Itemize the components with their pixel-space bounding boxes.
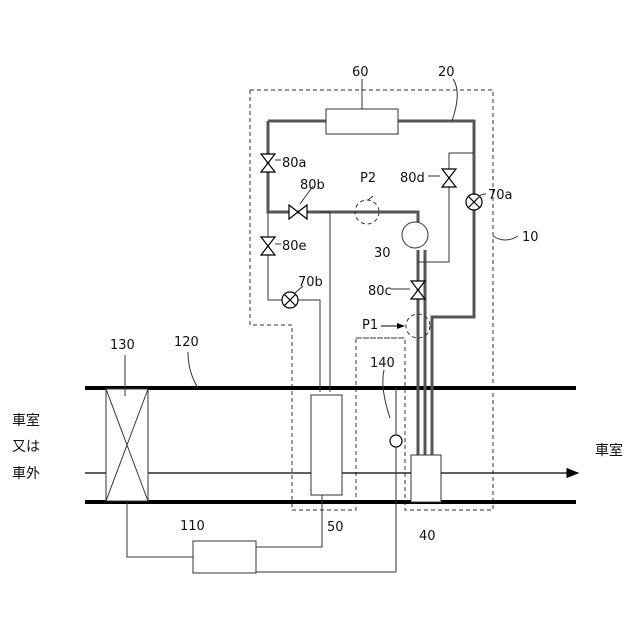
label-70a: 70a: [488, 188, 513, 203]
valve-80c: [411, 281, 425, 299]
label-p1: P1: [362, 318, 378, 333]
label-70b: 70b: [298, 275, 323, 290]
label-140: 140: [370, 356, 395, 371]
valve-80d: [442, 169, 456, 187]
heater-core-40: [411, 455, 441, 502]
label-130: 130: [110, 338, 135, 353]
label-60: 60: [352, 65, 369, 80]
label-cabin-or-outside-line1: 車室: [12, 412, 40, 429]
sensor-140: [390, 388, 402, 572]
filter-130: [106, 389, 148, 501]
label-30: 30: [374, 246, 391, 261]
controller-110: [127, 495, 396, 573]
heat-exchanger-60: [326, 109, 398, 134]
label-20: 20: [438, 65, 455, 80]
valve-80a: [261, 154, 275, 172]
leader-lines: [125, 79, 518, 418]
label-80d: 80d: [400, 171, 425, 186]
label-80c: 80c: [368, 284, 392, 299]
label-80a: 80a: [282, 156, 307, 171]
label-80e: 80e: [282, 239, 307, 254]
label-80b: 80b: [300, 178, 325, 193]
label-50: 50: [327, 520, 344, 535]
compressor-30: [402, 222, 428, 248]
label-110: 110: [180, 519, 205, 534]
label-cabin-or-outside-line2: 又は: [12, 439, 40, 455]
valve-80e: [261, 237, 275, 255]
label-p2: P2: [360, 171, 376, 186]
label-120: 120: [174, 335, 199, 350]
valve-80b: [289, 205, 307, 219]
label-40: 40: [419, 529, 436, 544]
label-cabin-or-outside-line3: 車外: [12, 465, 40, 482]
label-cabin-right: 車室: [595, 442, 623, 459]
label-10: 10: [522, 230, 539, 245]
expansion-valve-70b: [282, 292, 298, 308]
evaporator-50: [311, 395, 342, 495]
